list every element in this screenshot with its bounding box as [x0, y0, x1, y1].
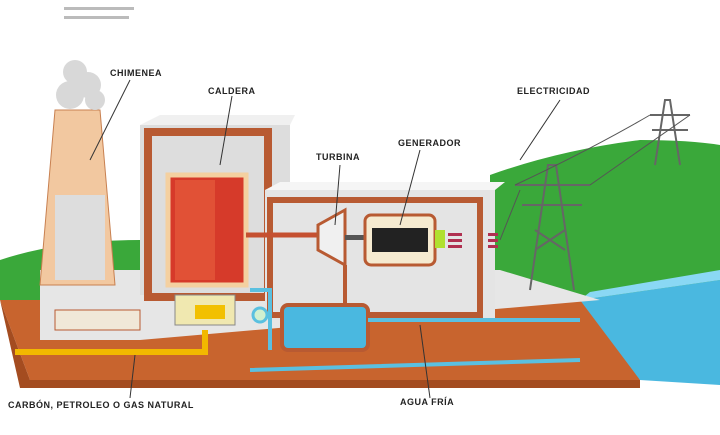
leader-lines — [89, 79, 561, 399]
shaft — [345, 235, 370, 240]
label-electricity: ELECTRICIDAD — [517, 86, 590, 96]
power-lines — [499, 114, 691, 241]
label-fuel: CARBÓN, PETROLEO O GAS NATURAL — [8, 400, 194, 410]
river — [580, 280, 720, 385]
label-turbine: TURBINA — [316, 152, 360, 162]
condenser — [280, 303, 370, 352]
river-top — [580, 270, 720, 300]
label-generator: GENERADOR — [398, 138, 462, 148]
smoke — [56, 60, 105, 110]
fuel-pipe — [15, 330, 208, 355]
pylon-near — [515, 164, 590, 291]
pylon-far — [650, 99, 690, 166]
credit-text-placeholder — [64, 7, 134, 19]
hills — [0, 140, 720, 300]
label-chimney: CHIMENEA — [110, 68, 163, 78]
label-boiler: CALDERA — [208, 86, 256, 96]
water-pipe — [249, 288, 581, 372]
label-cold-water: AGUA FRÍA — [400, 397, 455, 407]
